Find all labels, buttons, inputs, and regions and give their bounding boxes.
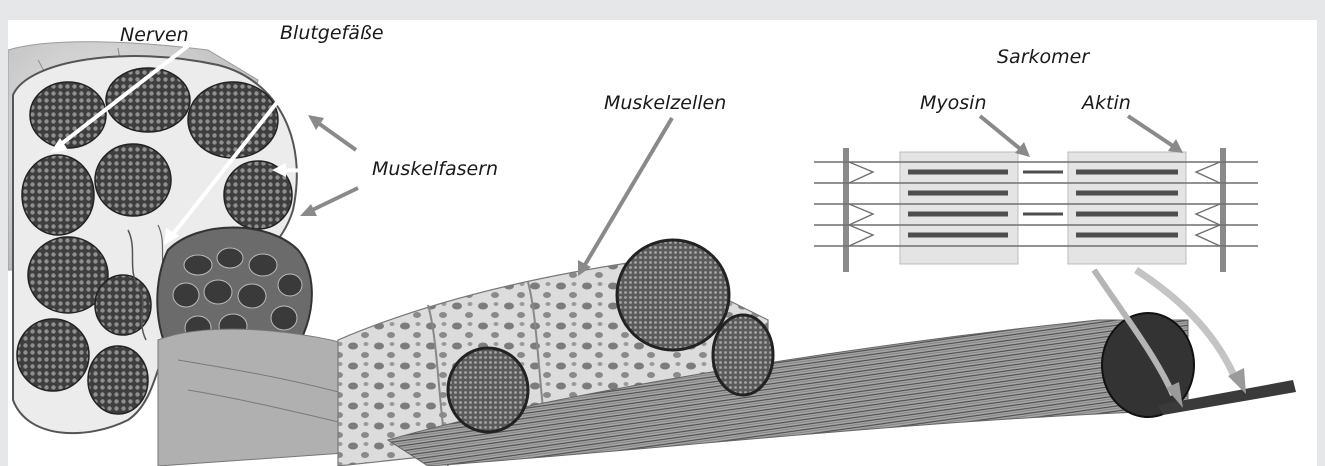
label-blutgefaesse: Blutgefäße bbox=[280, 22, 384, 44]
muskelfasern-arrow-1 bbox=[314, 120, 356, 150]
label-muskelzellen: Muskelzellen bbox=[604, 92, 726, 114]
label-aktin: Aktin bbox=[1082, 92, 1131, 114]
label-muskelfasern: Muskelfasern bbox=[372, 158, 498, 180]
muskelfasern-arrow-2 bbox=[280, 170, 356, 172]
myosin-arrow bbox=[980, 116, 1024, 152]
label-nerven: Nerven bbox=[120, 24, 189, 46]
muscle-cell-end bbox=[617, 240, 729, 350]
illustration-panel: Nerven Blutgefäße Muskelfasern Muskelzel… bbox=[8, 20, 1317, 466]
muscle-anatomy-illustration bbox=[8, 20, 1317, 466]
muskelfasern-arrow-3 bbox=[306, 188, 358, 213]
label-myosin: Myosin bbox=[920, 92, 986, 114]
aktin-arrow bbox=[1128, 116, 1176, 148]
label-sarkomer: Sarkomer bbox=[997, 46, 1089, 68]
sarcomere-diagram bbox=[814, 148, 1258, 272]
